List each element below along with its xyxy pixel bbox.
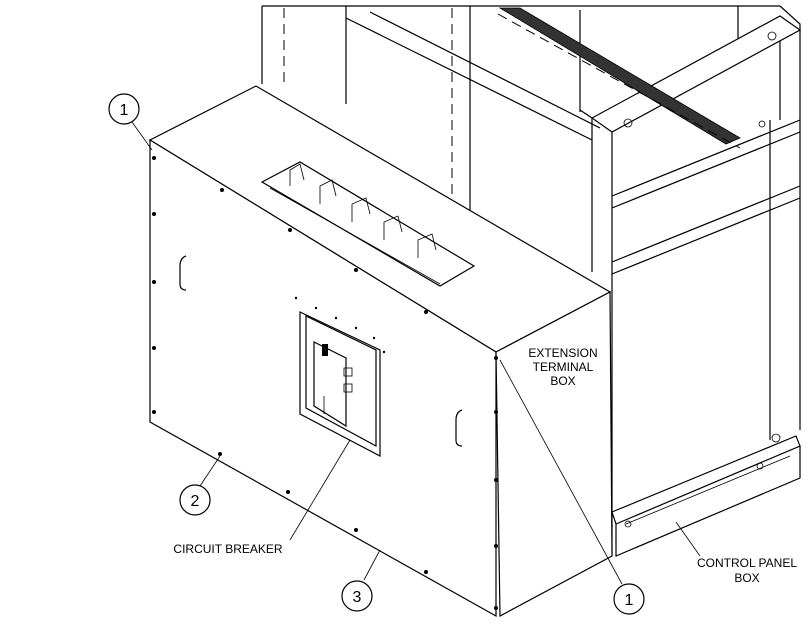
extension-terminal-box-label: EXTENSION TERMINAL BOX xyxy=(528,346,597,388)
terminal-blocks xyxy=(269,163,441,285)
circuit-breaker-label: CIRCUIT BREAKER xyxy=(173,542,282,556)
screws xyxy=(152,156,498,610)
callout-1-bottom-right-text: 1 xyxy=(625,592,634,609)
control-label-line2: BOX xyxy=(734,571,759,585)
control-label-line1: CONTROL PANEL xyxy=(697,556,797,570)
callout-1-bottom-right: 1 xyxy=(613,583,645,615)
breaker-dots xyxy=(294,296,386,354)
extension-label-line1: EXTENSION xyxy=(528,346,597,360)
control-panel-box-frame xyxy=(261,5,802,557)
callout-2: 2 xyxy=(179,484,211,516)
callout-3-text: 3 xyxy=(353,589,362,606)
extension-label-line2: TERMINAL xyxy=(533,360,594,374)
leader-lines xyxy=(131,121,701,585)
extension-terminal-box xyxy=(148,85,613,618)
callout-1-top-left-text: 1 xyxy=(120,102,129,119)
extension-label-line3: BOX xyxy=(550,374,575,388)
callout-1-top-left: 1 xyxy=(108,93,140,125)
callout-2-text: 2 xyxy=(191,493,200,510)
control-panel-box-label: CONTROL PANEL BOX xyxy=(697,556,797,585)
callout-3: 3 xyxy=(341,580,373,612)
left-handle xyxy=(179,255,187,291)
circuit-breaker-window xyxy=(294,296,386,457)
right-handle xyxy=(455,409,463,447)
